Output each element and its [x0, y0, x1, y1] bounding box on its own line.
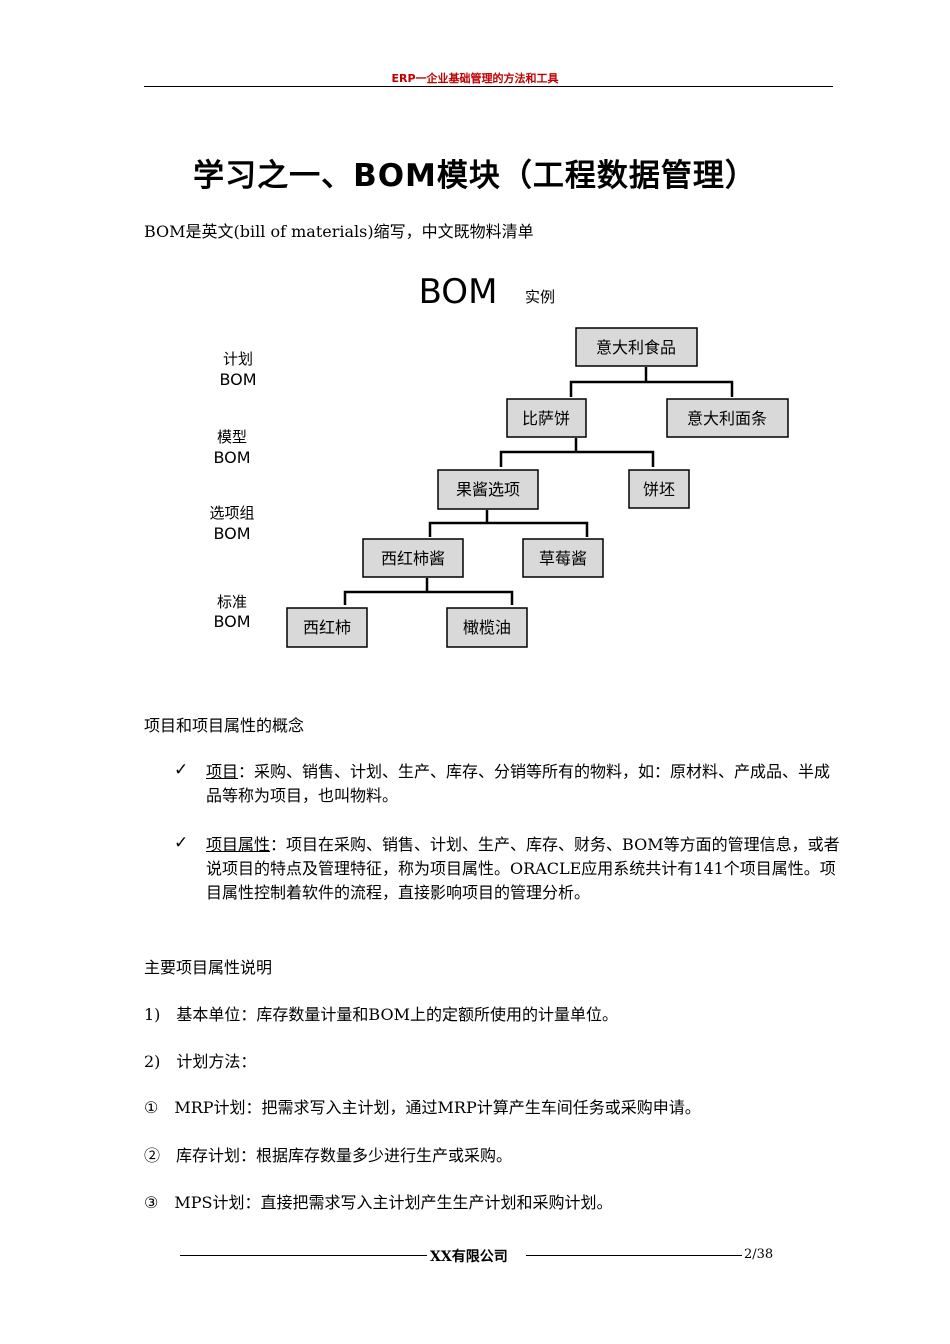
level-label-plan-1: 计划: [223, 350, 253, 368]
check-icon: ✓: [174, 833, 189, 853]
section-heading-attributes: 主要项目属性说明: [144, 958, 273, 977]
level-label-standard-2: BOM: [213, 612, 250, 631]
bullet-term: 项目: [206, 762, 239, 781]
list-item: ② 库存计划：根据库存数量多少进行生产或采购。: [144, 1146, 513, 1165]
bullet-item: 项目：采购、销售、计划、生产、库存、分销等所有的物料，如：原材料、产成品、半成品…: [206, 760, 846, 808]
diagram-subtitle: 实例: [525, 288, 555, 306]
node-label: 果酱选项: [456, 480, 520, 499]
diagram-title: BOM: [419, 272, 498, 312]
bom-node: 西红柿酱: [362, 538, 464, 578]
level-label-model-2: BOM: [213, 448, 250, 467]
bullet-item: 项目属性：项目在采购、销售、计划、生产、库存、财务、BOM等方面的管理信息，或者…: [206, 833, 846, 905]
bullet-term: 项目属性: [206, 835, 271, 854]
list-item: 2) 计划方法：: [144, 1052, 257, 1071]
level-label-standard-1: 标准: [217, 593, 247, 611]
bom-node: 意大利食品: [575, 327, 698, 367]
node-label: 意大利食品: [596, 338, 676, 357]
node-label: 橄榄油: [463, 618, 511, 637]
footer-rule-right: [526, 1255, 742, 1256]
node-label: 草莓酱: [539, 549, 587, 568]
bullet-description: ：项目在采购、销售、计划、生产、库存、财务、BOM等方面的管理信息，或者说项目的…: [206, 835, 840, 902]
bom-node: 草莓酱: [522, 538, 604, 578]
tree-connectors: [343, 367, 734, 605]
running-header: ERP一企业基础管理的方法和工具: [391, 72, 559, 85]
page-title: 学习之一、BOM模块（工程数据管理）: [193, 158, 757, 194]
bom-node: 比萨饼: [506, 398, 587, 438]
bullet-description: ：采购、销售、计划、生产、库存、分销等所有的物料，如：原材料、产成品、半成品等称…: [206, 762, 831, 805]
bom-node: 果酱选项: [437, 469, 539, 510]
list-item: 1) 基本单位：库存数量计量和BOM上的定额所使用的计量单位。: [144, 1005, 618, 1024]
list-item: ③ MPS计划：直接把需求写入主计划产生生产计划和采购计划。: [144, 1193, 613, 1212]
bom-node: 西红柿: [286, 607, 368, 648]
intro-paragraph: BOM是英文(bill of materials)缩写，中文既物料清单: [144, 222, 534, 241]
level-label-plan-2: BOM: [219, 370, 256, 389]
header-rule: [144, 86, 833, 87]
footer-company: XX有限公司: [430, 1249, 508, 1265]
level-label-option-2: BOM: [213, 524, 250, 543]
section-heading-concepts: 项目和项目属性的概念: [144, 716, 305, 735]
node-label: 比萨饼: [522, 409, 570, 428]
level-label-model-1: 模型: [217, 428, 247, 446]
bom-node: 饼坯: [628, 469, 690, 509]
node-label: 意大利面条: [687, 409, 767, 428]
check-icon: ✓: [174, 760, 189, 780]
footer-rule-left: [180, 1255, 427, 1256]
bom-node: 橄榄油: [446, 607, 528, 648]
bom-node: 意大利面条: [666, 398, 789, 438]
node-label: 西红柿: [303, 618, 351, 637]
level-label-option-1: 选项组: [209, 504, 254, 522]
list-item: ① MRP计划：把需求写入主计划，通过MRP计算产生车间任务或采购申请。: [144, 1098, 701, 1117]
page-number: 2/38: [744, 1247, 774, 1262]
node-label: 西红柿酱: [381, 549, 445, 568]
bom-diagram: BOM 实例 计划 BOM 模型 BOM 选项组 BOM 标准 BOM 意大利食…: [209, 272, 789, 648]
node-label: 饼坯: [643, 480, 675, 499]
page-footer: XX有限公司 2/38: [0, 1245, 950, 1265]
